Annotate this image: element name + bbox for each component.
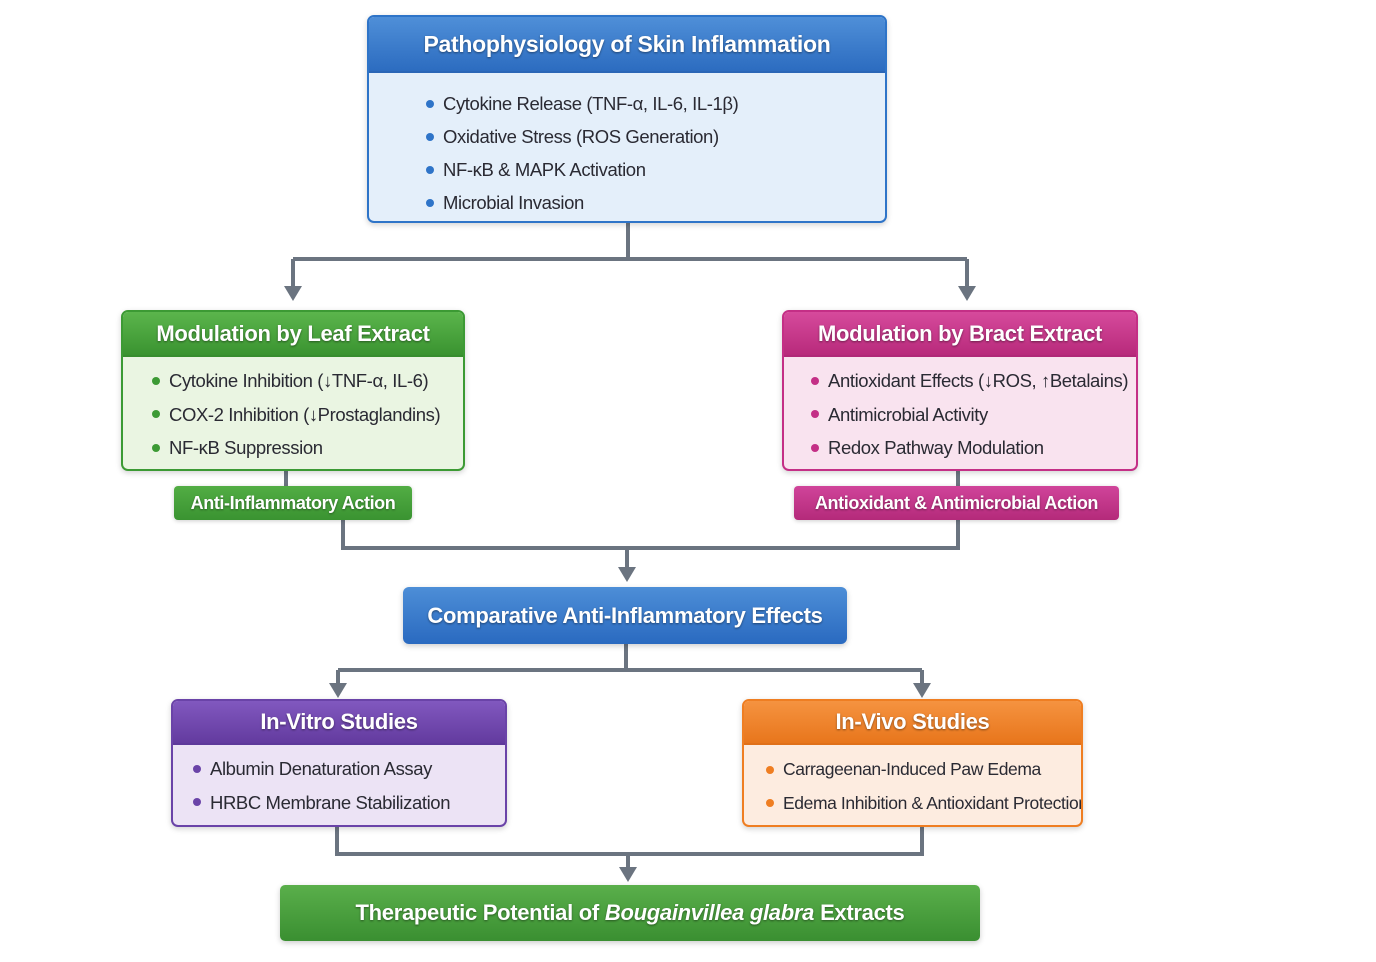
antioxidant-antimicrobial-action-label: Antioxidant & Antimicrobial Action [794, 486, 1119, 520]
pathophysiology-list: Cytokine Release (TNF-α, IL-6, IL-1β) Ox… [369, 73, 885, 219]
list-item: Antioxidant Effects (↓ROS, ↑Betalains) [811, 364, 1136, 398]
in-vitro-box: In-Vitro Studies Albumin Denaturation As… [171, 699, 507, 827]
list-item: NF-κB Suppression [152, 431, 463, 465]
pathophysiology-box: Pathophysiology of Skin Inflammation Cyt… [367, 15, 887, 223]
bract-extract-list: Antioxidant Effects (↓ROS, ↑Betalains) A… [784, 357, 1136, 465]
list-item: Cytokine Release (TNF-α, IL-6, IL-1β) [426, 87, 885, 120]
leaf-extract-list: Cytokine Inhibition (↓TNF-α, IL-6) COX-2… [123, 357, 463, 465]
list-item: Oxidative Stress (ROS Generation) [426, 120, 885, 153]
leaf-extract-title: Modulation by Leaf Extract [123, 312, 463, 357]
list-item: Microbial Invasion [426, 186, 885, 219]
arrowhead-vitro [329, 683, 347, 698]
in-vitro-list: Albumin Denaturation Assay HRBC Membrane… [173, 745, 505, 819]
list-item: HRBC Membrane Stabilization [193, 786, 505, 820]
in-vitro-title: In-Vitro Studies [173, 701, 505, 745]
arrowhead-conclusion [619, 867, 637, 882]
in-vivo-title: In-Vivo Studies [744, 701, 1081, 745]
list-item: Redox Pathway Modulation [811, 431, 1136, 465]
connector-merge-left [341, 520, 960, 550]
list-item: Albumin Denaturation Assay [193, 752, 505, 786]
anti-inflammatory-action-label: Anti-Inflammatory Action [174, 486, 412, 520]
pathophysiology-title: Pathophysiology of Skin Inflammation [369, 17, 885, 73]
therapeutic-potential-box: Therapeutic Potential of Bougainvillea g… [280, 885, 980, 941]
in-vivo-box: In-Vivo Studies Carrageenan-Induced Paw … [742, 699, 1083, 827]
comparative-effects-box: Comparative Anti-Inflammatory Effects [403, 587, 847, 644]
arrowhead-comparative [618, 567, 636, 582]
list-item: Antimicrobial Activity [811, 398, 1136, 432]
arrowhead-vivo [913, 683, 931, 698]
arrowhead-leaf [284, 286, 302, 301]
list-item: NF-κB & MAPK Activation [426, 153, 885, 186]
list-item: Cytokine Inhibition (↓TNF-α, IL-6) [152, 364, 463, 398]
connector-studies-merge [335, 827, 924, 856]
list-item: Edema Inhibition & Antioxidant Protectio… [766, 787, 1081, 821]
bract-extract-box: Modulation by Bract Extract Antioxidant … [782, 310, 1138, 471]
conclusion-suffix: Extracts [820, 900, 905, 925]
leaf-extract-box: Modulation by Leaf Extract Cytokine Inhi… [121, 310, 465, 471]
in-vivo-list: Carrageenan-Induced Paw Edema Edema Inhi… [744, 745, 1081, 820]
bract-extract-title: Modulation by Bract Extract [784, 312, 1136, 357]
conclusion-prefix: Therapeutic Potential of [355, 900, 600, 925]
arrowhead-bract [958, 286, 976, 301]
species-name: Bougainvillea glabra [604, 900, 815, 925]
list-item: COX-2 Inhibition (↓Prostaglandins) [152, 398, 463, 432]
list-item: Carrageenan-Induced Paw Edema [766, 753, 1081, 787]
